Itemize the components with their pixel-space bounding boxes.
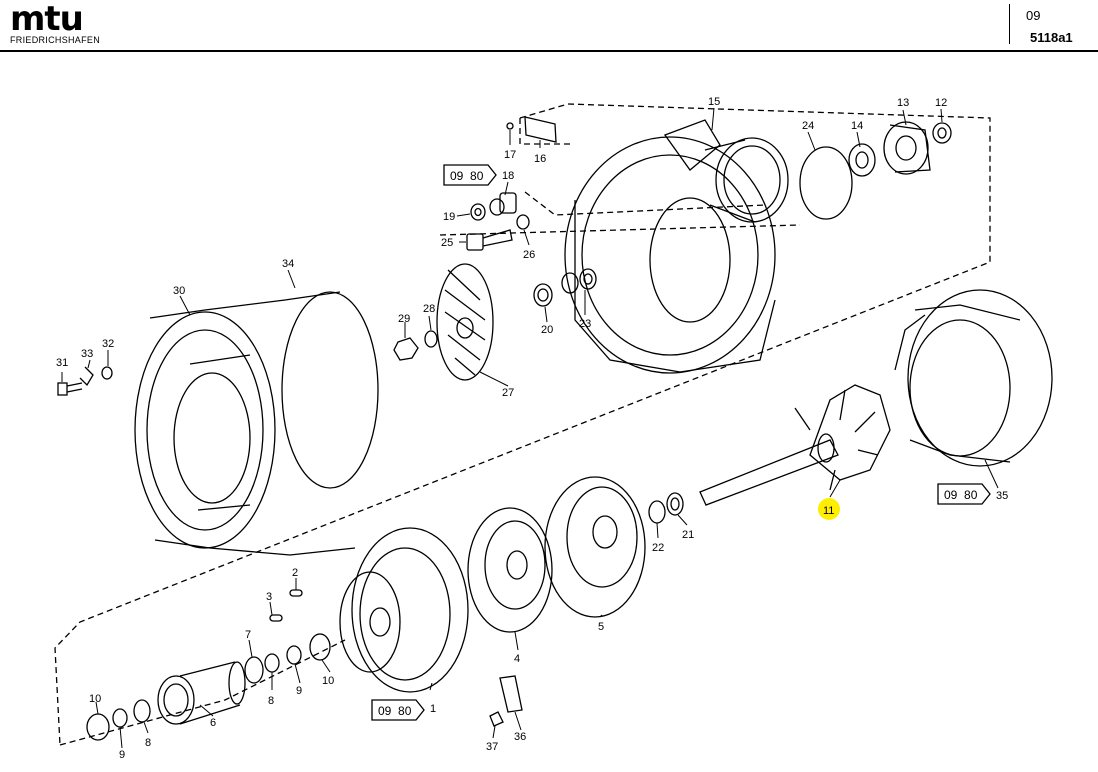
callout-label: 34: [282, 258, 294, 270]
part-bearing-housing: [339, 527, 469, 693]
reference-label: 09 80: [378, 704, 412, 718]
header: mtu FRIEDRICHSHAFEN 09 5118a1: [0, 0, 1098, 52]
part-turbine-housing: [894, 289, 1053, 467]
callout-label: 10: [322, 675, 334, 687]
reference-label: 09 80: [944, 488, 978, 502]
callout-label: 25: [441, 237, 453, 249]
callout-label: 23: [579, 318, 591, 330]
callout-label: 29: [398, 313, 410, 325]
callout-label: 27: [502, 387, 514, 399]
callout-label: 37: [486, 741, 498, 753]
part-plate: [524, 116, 557, 143]
callout-label: 20: [541, 324, 553, 336]
part-inlet-housing: [134, 291, 379, 556]
part-hardware-upper: [466, 192, 530, 251]
callout-label: 17: [504, 149, 516, 161]
reference-arrow-shape: [371, 699, 425, 721]
drawing-number: 5118a1: [1030, 30, 1073, 45]
callout-label: 6: [210, 717, 216, 729]
part-rotor-shaft: [699, 384, 891, 506]
part-disc: [467, 507, 553, 633]
callout-label: 10: [89, 693, 101, 705]
callout-label: 11: [823, 505, 834, 517]
callout-label: 28: [423, 303, 435, 315]
part-bearing-flange: [883, 121, 931, 175]
part-compressor-wheel: [436, 263, 494, 381]
callout-label: 15: [708, 96, 720, 108]
callout-label: 24: [802, 120, 814, 132]
part-bracket: [489, 675, 523, 727]
reference-arrow-shape: [937, 483, 991, 505]
dashed-assembly-outline: [54, 103, 991, 746]
callout-label: 35: [996, 490, 1008, 502]
callout-label: 31: [56, 357, 68, 369]
callout-label: 9: [296, 685, 302, 697]
callout-label: 21: [682, 529, 694, 541]
callout-label: 22: [652, 542, 664, 554]
part-compressor-housing: [564, 119, 789, 374]
callout-label: 1: [430, 703, 436, 715]
reference-label: 09 80: [450, 169, 484, 183]
part-washer-28: [424, 330, 438, 348]
callout-label: 8: [145, 737, 151, 749]
part-washer-12: [932, 122, 952, 144]
callout-label: 32: [102, 338, 114, 350]
part-hardware-left: [57, 366, 113, 396]
leader-lines: [61, 107, 999, 749]
callout-label: 16: [534, 153, 546, 165]
callout-label: 19: [443, 211, 455, 223]
callout-label: 14: [851, 120, 863, 132]
callout-label: 30: [173, 285, 185, 297]
reference-arrow-shape: [443, 164, 497, 186]
callout-highlight: [818, 498, 840, 520]
callout-label: 7: [245, 629, 251, 641]
callout-label: 18: [502, 170, 514, 182]
part-rings-shaft: [648, 492, 684, 524]
callout-label: 4: [514, 653, 520, 665]
callout-label: 13: [897, 97, 909, 109]
part-bearing-sleeve: [86, 633, 331, 741]
callout-label: 5: [598, 621, 604, 633]
part-rings-upper: [533, 268, 597, 307]
callout-label: 12: [935, 97, 947, 109]
callout-label: 26: [523, 249, 535, 261]
callout-label: 2: [292, 567, 298, 579]
callout-label: 36: [514, 731, 526, 743]
part-seal: [848, 143, 876, 177]
part-pins: [269, 589, 303, 622]
callout-label: 33: [81, 348, 93, 360]
part-o-ring: [799, 146, 853, 220]
brand-subtitle: FRIEDRICHSHAFEN: [10, 35, 101, 45]
callout-labels: 1 2 3 4 5 6 7 8 8 9 9 10 10 11 12 13 14 …: [56, 96, 1008, 761]
callout-label: 9: [119, 749, 125, 761]
callout-label: 8: [268, 695, 274, 707]
part-nut: [393, 337, 419, 361]
group-code: 09: [1026, 8, 1041, 23]
brand-logo: mtu FRIEDRICHSHAFEN: [10, 0, 101, 45]
brand-name: mtu: [10, 0, 84, 39]
callout-label: 3: [266, 591, 272, 603]
part-bearing-cover: [544, 476, 646, 618]
part-pin: [506, 122, 514, 130]
header-divider: [1009, 4, 1010, 44]
